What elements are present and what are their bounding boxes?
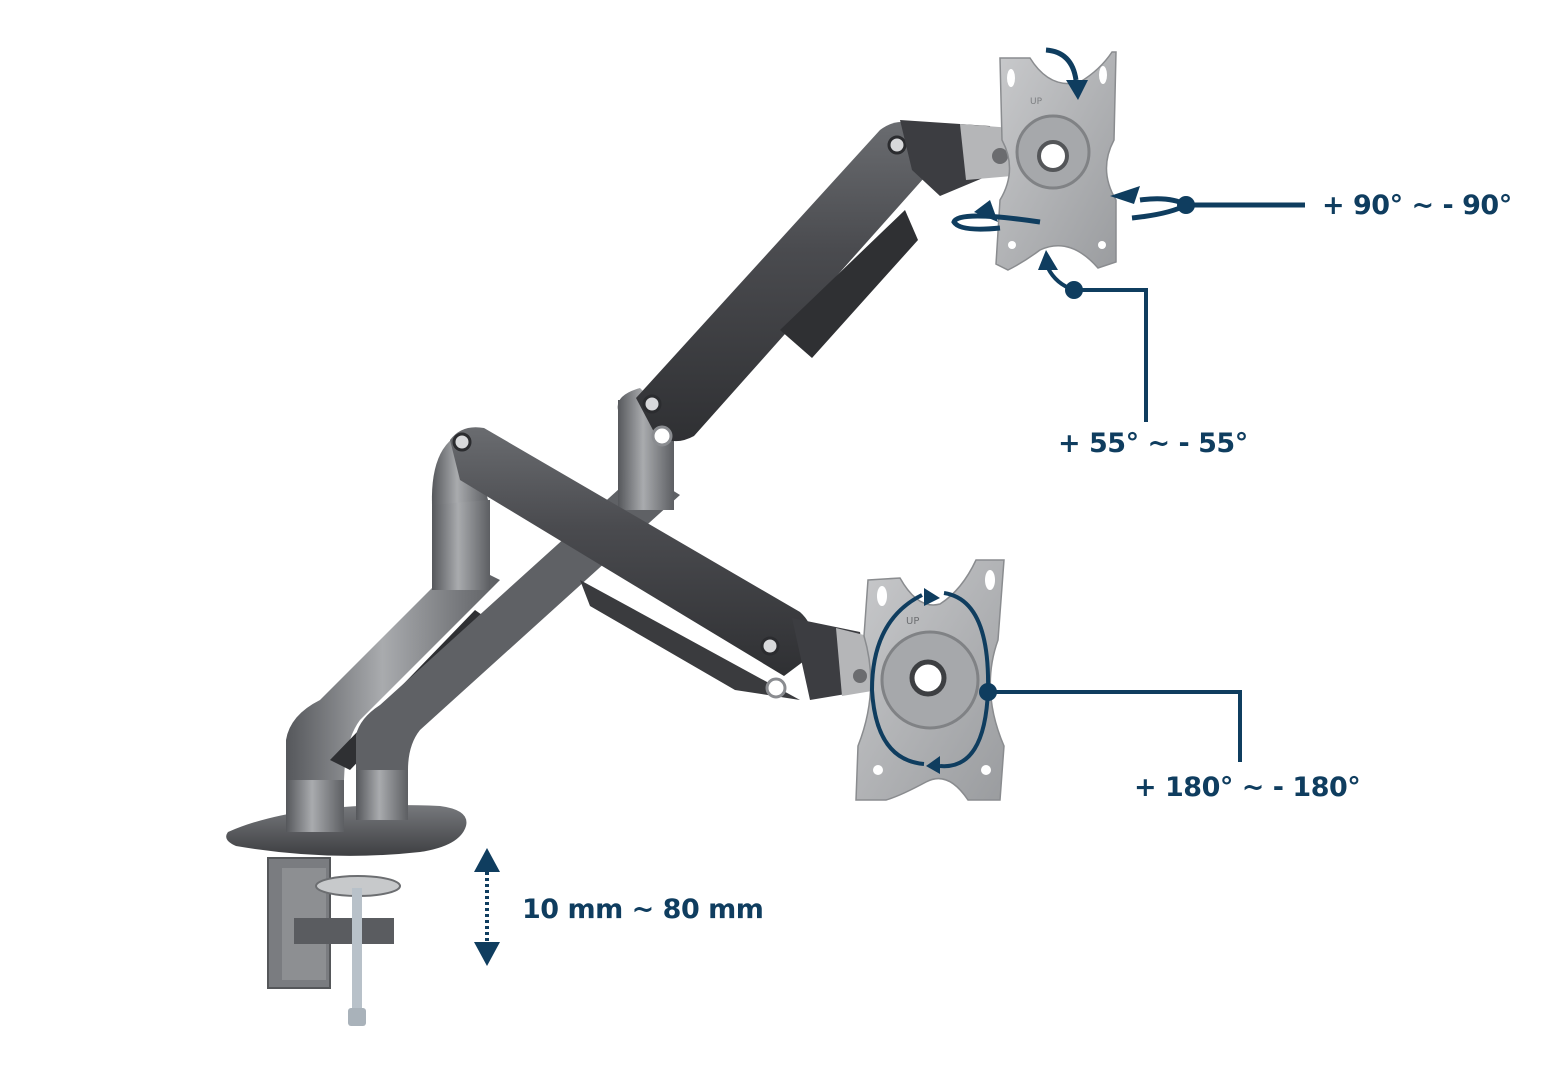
swivel-range-label: + 90° ~ - 90° (1322, 190, 1512, 221)
swivel-arrow-icon (951, 47, 1305, 232)
vesa-plate-top: UP (995, 51, 1117, 271)
upper-arm-bottom (450, 427, 884, 700)
plate-up-marking: UP (1030, 97, 1043, 107)
upper-arm-top (636, 120, 1012, 447)
clamp-range-label: 10 mm ~ 80 mm (522, 894, 764, 925)
rotation-range-label: + 180° ~ - 180° (1134, 772, 1361, 803)
tilt-arrow-icon (1038, 250, 1148, 422)
tilt-range-label: + 55° ~ - 55° (1058, 428, 1248, 459)
base-plate (226, 760, 467, 856)
plate-up-marking: UP (906, 616, 919, 627)
rotation-arrow-icon (869, 588, 1242, 774)
desk-clamp (267, 857, 401, 1026)
vertical-double-arrow-icon (474, 848, 500, 966)
